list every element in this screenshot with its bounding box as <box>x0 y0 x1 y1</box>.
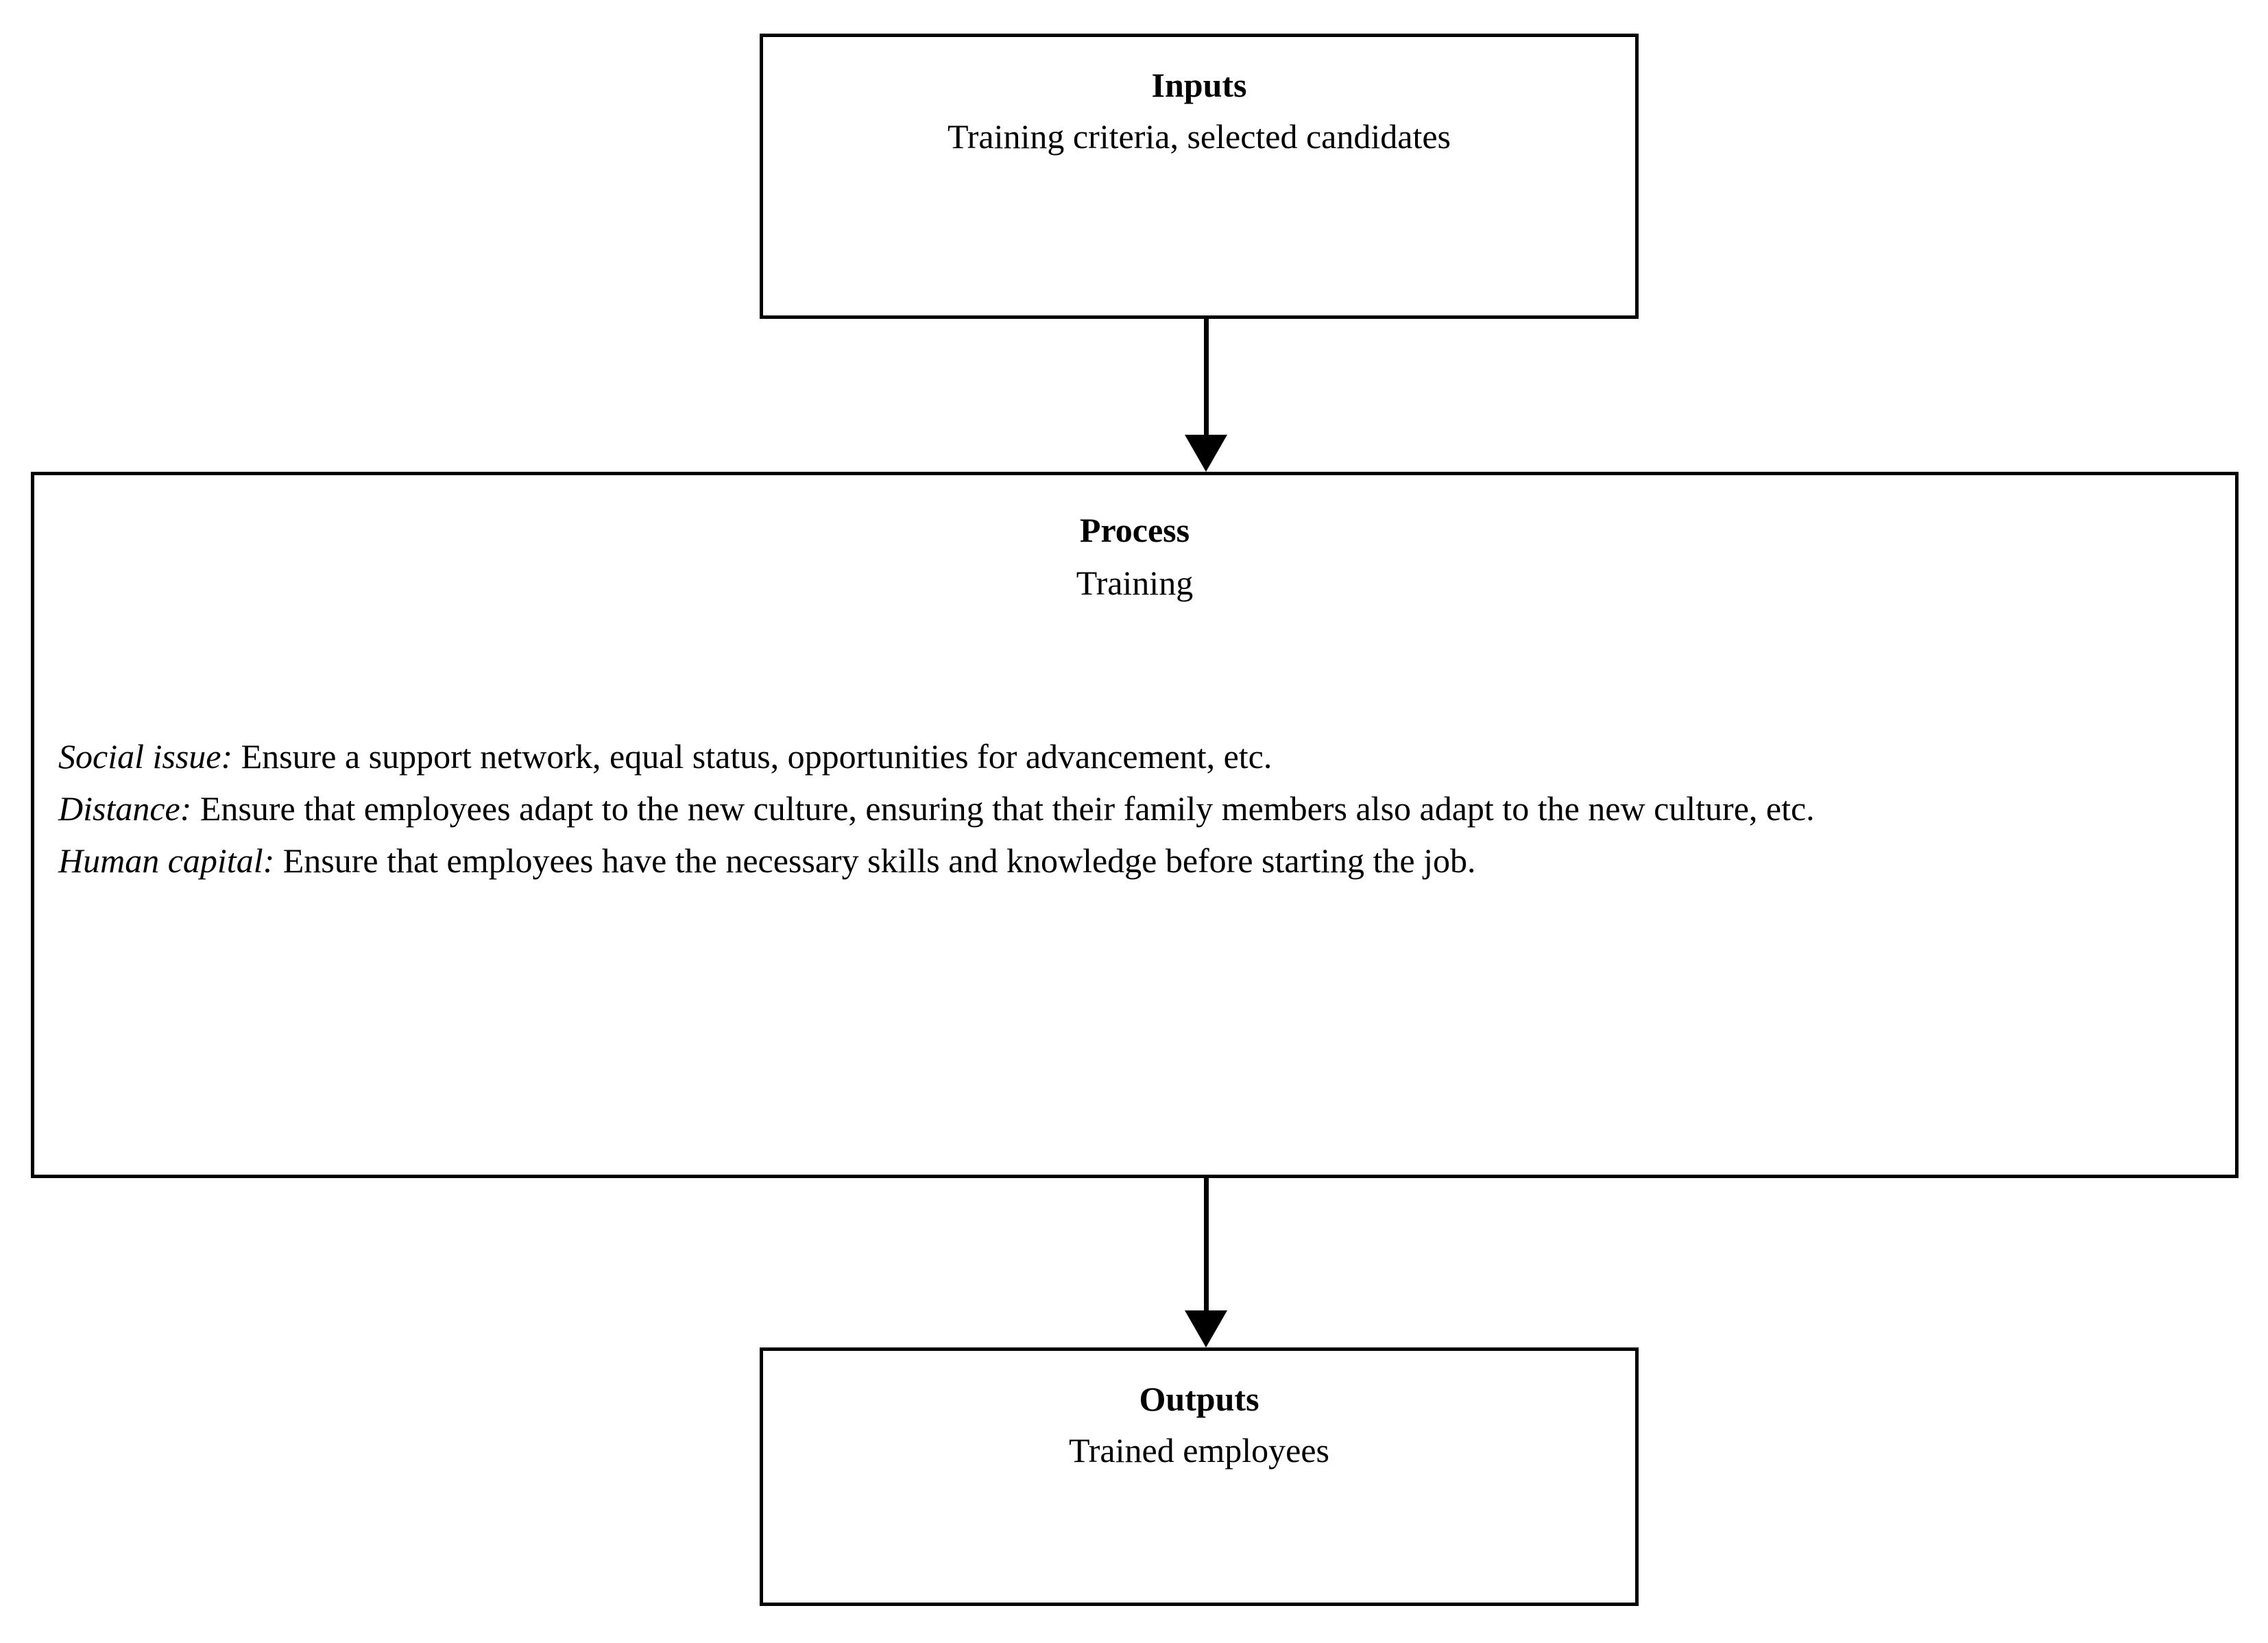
inputs-node: Inputs Training criteria, selected candi… <box>760 34 1639 319</box>
process-node: Process Training Social issue: Ensure a … <box>31 472 2239 1178</box>
outputs-node: Outputs Trained employees <box>760 1347 1639 1606</box>
process-body-item-human-capital: Human capital: Ensure that employees hav… <box>58 835 2197 887</box>
outputs-title: Outputs <box>1139 1380 1259 1418</box>
process-body-text: Ensure that employees adapt to the new c… <box>191 789 1815 828</box>
inputs-subtitle: Training criteria, selected candidates <box>948 117 1451 156</box>
process-body-lead-in: Distance: <box>58 789 192 828</box>
arrow-shaft <box>1204 319 1209 437</box>
process-body-item-social-issue: Social issue: Ensure a support network, … <box>58 730 2197 782</box>
outputs-subtitle: Trained employees <box>1068 1431 1330 1470</box>
arrow-shaft <box>1204 1178 1209 1312</box>
process-body-lead-in: Human capital: <box>58 841 275 880</box>
process-node-body: Social issue: Ensure a support network, … <box>58 730 2197 887</box>
process-subtitle: Training <box>1076 564 1194 602</box>
process-body-lead-in: Social issue: <box>58 737 233 776</box>
process-node-header: Process Training <box>34 475 2235 608</box>
arrow-inputs-to-process <box>1177 319 1238 472</box>
process-title: Process <box>1079 511 1190 549</box>
process-body-text: Ensure a support network, equal status, … <box>232 737 1272 776</box>
inputs-title: Inputs <box>1151 66 1247 104</box>
arrow-head-down-icon <box>1185 1310 1227 1347</box>
process-body-item-distance: Distance: Ensure that employees adapt to… <box>58 782 2197 835</box>
inputs-node-content: Inputs Training criteria, selected candi… <box>763 37 1635 161</box>
arrow-process-to-outputs <box>1177 1178 1238 1347</box>
outputs-node-content: Outputs Trained employees <box>763 1351 1635 1475</box>
arrow-head-down-icon <box>1185 435 1227 472</box>
process-body-text: Ensure that employees have the necessary… <box>274 841 1476 880</box>
